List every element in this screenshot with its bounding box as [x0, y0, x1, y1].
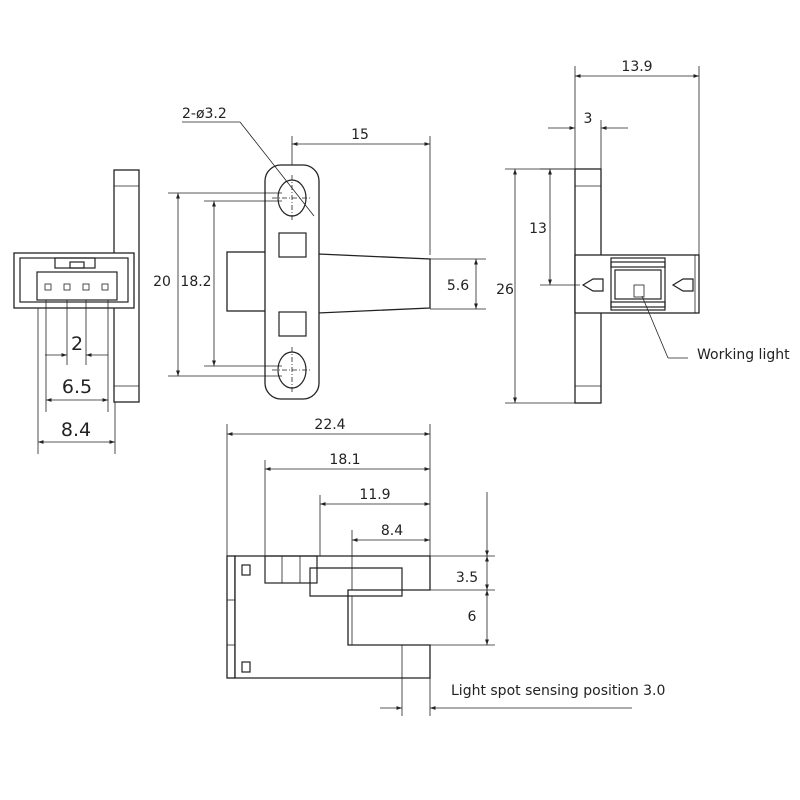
dim-hole-pitch: 18.2: [180, 274, 211, 290]
dim-side-depth: 13.9: [621, 59, 652, 75]
front-view: 2-ø3.2 15 20 18.2 5.6: [153, 106, 486, 400]
dim-arm-offset: 3.5: [456, 570, 478, 586]
dim-total-height: 26: [496, 282, 514, 298]
dim-sensor-center: 13: [529, 221, 547, 237]
right-side-view: 13.9 3 13 26 Working light: [496, 59, 790, 404]
left-end-view: 2 6.5 8.4: [13, 169, 140, 454]
dim-flange-depth: 15: [351, 127, 369, 143]
dim-length-11-9: 11.9: [359, 487, 390, 503]
dim-end-width: 8.4: [61, 419, 91, 441]
dim-arm-height: 5.6: [447, 278, 469, 294]
dim-connector-width: 6.5: [62, 376, 92, 398]
mounting-hole-top: [272, 175, 312, 222]
mounting-hole-bottom: [272, 347, 312, 394]
hole-callout: 2-ø3.2: [182, 106, 227, 122]
dim-total-length: 22.4: [314, 417, 345, 433]
dim-slot-depth: 8.4: [381, 523, 403, 539]
dim-flange-thickness: 3: [584, 111, 593, 127]
dim-slot-width: 6: [468, 609, 477, 625]
dim-pin-pitch: 2: [71, 333, 83, 355]
connector-pins: [44, 283, 109, 291]
light-spot-label: Light spot sensing position 3.0: [451, 683, 665, 699]
dim-length-18-1: 18.1: [329, 452, 360, 468]
working-light-label: Working light: [697, 347, 790, 363]
dim-height-20: 20: [153, 274, 171, 290]
bottom-view: 22.4 18.1 11.9 8.4 3.5 6 Light spot sens…: [226, 417, 665, 716]
